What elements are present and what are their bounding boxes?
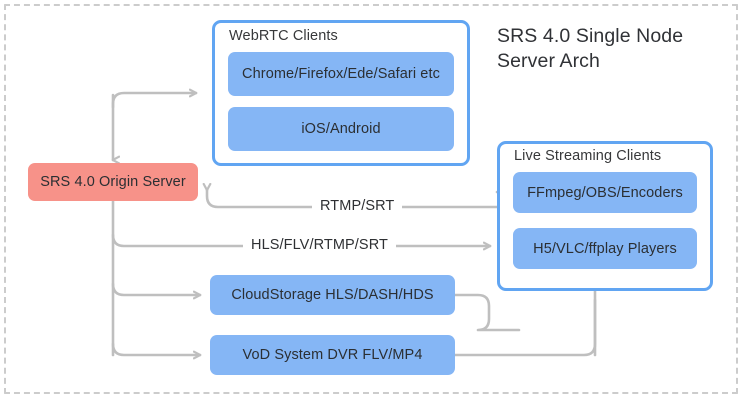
edge-origin-to-players [111, 233, 492, 251]
edge-label-rtmp-srt: RTMP/SRT [312, 198, 403, 214]
node-players[interactable]: H5/VLC/ffplay Players [513, 228, 697, 269]
panel-webrtc-clients-title: WebRTC Clients [229, 28, 338, 44]
edge-label-hls-flv-rtmp-srt: HLS/FLV/RTMP/SRT [243, 237, 396, 253]
edge-cloudstorage-to-players [452, 293, 521, 332]
edge-origin-to-cloudstorage [111, 282, 202, 300]
diagram-outer-frame [4, 4, 738, 394]
edge-vod-to-riser [452, 298, 597, 357]
diagram-heading: SRS 4.0 Single Node Server Arch [497, 25, 684, 72]
panel-live-streaming-clients-title: Live Streaming Clients [514, 148, 662, 164]
node-origin-server[interactable]: SRS 4.0 Origin Server [28, 163, 198, 201]
edge-origin-to-vod [111, 342, 202, 360]
node-mobile[interactable]: iOS/Android [228, 107, 454, 151]
edge-origin-to-webrtc [111, 88, 198, 109]
node-vod-system[interactable]: VoD System DVR FLV/MP4 [210, 335, 455, 375]
node-cloud-storage[interactable]: CloudStorage HLS/DASH/HDS [210, 275, 455, 315]
node-encoders[interactable]: FFmpeg/OBS/Encoders [513, 172, 697, 213]
node-browsers[interactable]: Chrome/Firefox/Ede/Safari etc [228, 52, 454, 96]
